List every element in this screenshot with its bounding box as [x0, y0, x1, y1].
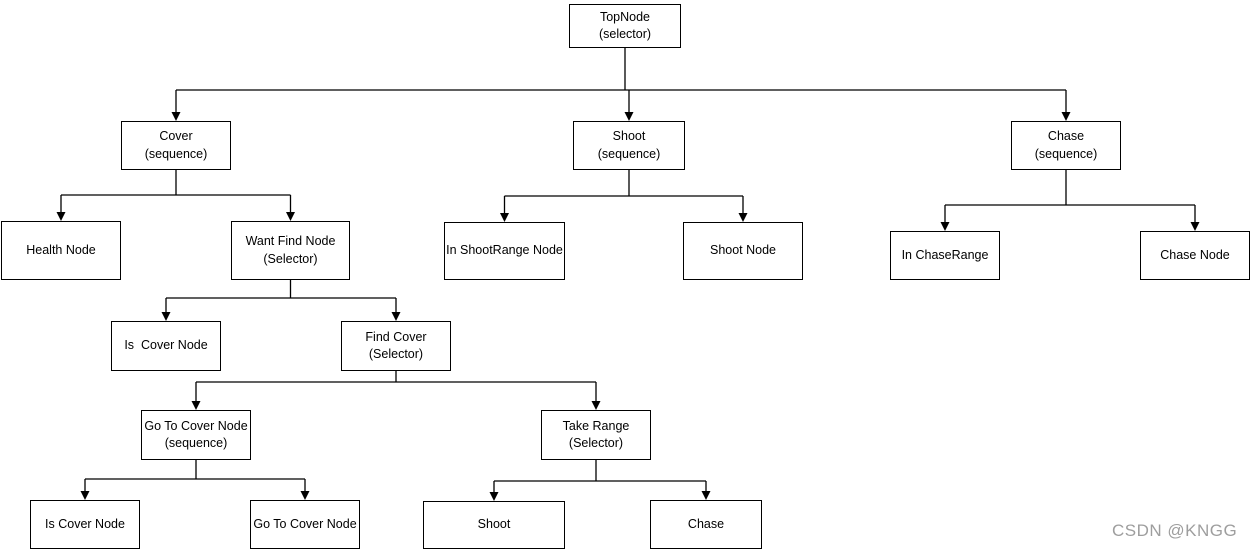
node-is-cover-mid: Is Cover Node [111, 321, 221, 371]
node-label: Go To Cover Node [253, 516, 357, 531]
node-label: TopNode (selector) [598, 9, 652, 42]
node-label: Take Range (Selector) [562, 418, 630, 451]
node-cover-sequence: Cover (sequence) [121, 121, 231, 170]
node-take-range-selector: Take Range (Selector) [541, 410, 651, 460]
node-find-cover-selector: Find Cover (Selector) [341, 321, 451, 371]
node-topnode-selector: TopNode (selector) [569, 4, 681, 48]
node-label: Find Cover (Selector) [365, 329, 427, 362]
node-go-to-cover-sequence: Go To Cover Node (sequence) [141, 410, 251, 460]
node-label: Shoot (sequence) [597, 129, 661, 161]
node-label: Is Cover Node [45, 516, 125, 531]
node-go-to-cover-leaf: Go To Cover Node [250, 500, 360, 549]
node-label: Shoot Node [709, 243, 777, 258]
node-label: Cover (sequence) [144, 129, 208, 161]
node-label: In ShootRange Node [446, 243, 563, 258]
node-label: Chase (sequence) [1034, 129, 1098, 161]
node-shoot-leaf: Shoot [423, 501, 565, 549]
node-label: Health Node [26, 242, 96, 257]
node-chase-node: Chase Node [1140, 231, 1250, 280]
node-label: Is Cover Node [124, 338, 208, 353]
node-health: Health Node [1, 221, 121, 280]
node-label: In ChaseRange [901, 247, 989, 262]
node-chase-leaf: Chase [650, 500, 762, 549]
node-label: Want Find Node (Selector) [245, 234, 336, 266]
csdn-watermark: CSDN @KNGG [1112, 521, 1238, 540]
node-in-shootrange: In ShootRange Node [444, 222, 565, 280]
node-shoot-sequence: Shoot (sequence) [573, 121, 685, 170]
node-label: Shoot [477, 517, 511, 532]
node-chase-sequence: Chase (sequence) [1011, 121, 1121, 170]
node-label: Chase Node [1160, 247, 1230, 262]
node-in-chaserange: In ChaseRange [890, 231, 1000, 280]
node-is-cover-leaf: Is Cover Node [30, 500, 140, 549]
node-want-find-selector: Want Find Node (Selector) [231, 221, 350, 280]
node-label: Chase [687, 516, 725, 531]
node-label: Go To Cover Node (sequence) [144, 418, 248, 451]
node-shoot-node: Shoot Node [683, 222, 803, 280]
